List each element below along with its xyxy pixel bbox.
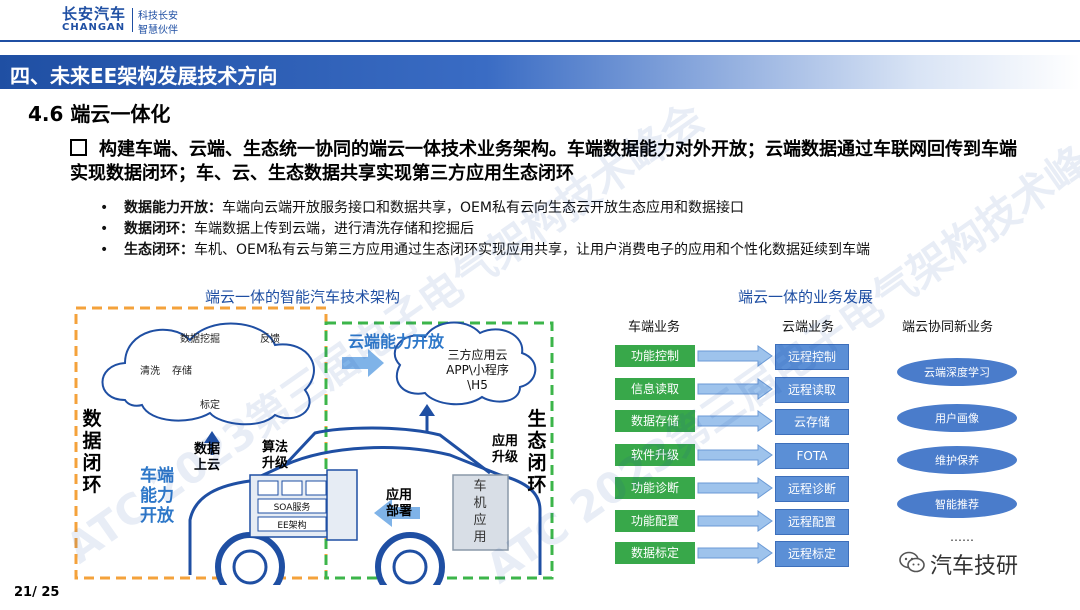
section-title: 四、未来EE架构发展技术方向	[10, 64, 278, 88]
platform-cell	[257, 480, 279, 496]
sub-point-2: • 数据闭环：车端数据上传到云端，进行清洗存储和挖掘后	[100, 220, 1040, 238]
cloud-item: FOTA	[775, 443, 849, 469]
soa-label: SOA服务	[273, 503, 311, 513]
mapping-arrow	[697, 510, 773, 532]
platform-cell	[305, 480, 327, 496]
logo-changan-en: CHANGAN	[62, 22, 126, 33]
capability-arrow	[342, 349, 384, 377]
data-cloud-shape	[101, 322, 315, 426]
car-outline	[188, 446, 542, 575]
car-app-label: 车 机 应 用	[473, 479, 487, 545]
wechat-icon	[899, 551, 925, 573]
bullet-dot-icon: •	[100, 242, 109, 258]
cloud-label-calibration: 标定	[200, 400, 220, 411]
slogan-line2: 智慧伙伴	[138, 25, 178, 36]
soa-layer	[257, 498, 327, 514]
new-business-item: 维护保养	[897, 446, 1017, 474]
ee-label: EE架构	[277, 521, 307, 531]
sub-point-text: 车端数据上传到云端，进行清洗存储和挖掘后	[194, 221, 474, 237]
cloud-label-cleaning: 清洗	[140, 366, 160, 377]
platform-cell	[281, 480, 303, 496]
vehicle-item: 功能诊断	[615, 477, 695, 499]
third-party-cloud-shape	[393, 321, 537, 406]
vehicle-item: 数据标定	[615, 542, 695, 564]
vehicle-item: 软件升级	[615, 444, 695, 466]
data-to-cloud-label: 数据 上云	[193, 442, 220, 473]
vehicle-item: 数据存储	[615, 410, 695, 432]
cloud-item: 远程配置	[775, 509, 849, 535]
car-front-hub	[232, 549, 268, 585]
data-closed-loop-label: 数据 闭环	[82, 408, 102, 496]
vehicle-item: 信息读取	[615, 378, 695, 400]
app-upgrade-label: 应用 升级	[491, 434, 518, 465]
cloud-item: 云存储	[775, 409, 849, 435]
sub-point-label: 数据闭环：	[124, 221, 194, 237]
mapping-arrows	[697, 345, 773, 564]
cloud-item: 远程读取	[775, 377, 849, 403]
sub-point-3: • 生态闭环：车机、OEM私有云与第三方应用通过生态闭环实现应用共享，让用户消费…	[100, 241, 1040, 259]
cloud-capability-label: 云端能力开放	[348, 332, 445, 351]
page-number: 21/ 25	[14, 585, 60, 600]
mapping-arrow	[697, 378, 773, 400]
cloud-label-feedback: 反馈	[260, 334, 280, 345]
mapping-arrow	[697, 477, 773, 499]
app-deploy-arrow	[374, 499, 420, 527]
eco-closed-loop-label: 生态 闭环	[527, 408, 547, 496]
col-head-vehicle: 车端业务	[628, 320, 681, 335]
logo-changan-cn: 长安汽车	[62, 5, 127, 23]
section-banner	[0, 55, 1080, 89]
app-deploy-label: 应用 部署	[385, 488, 412, 519]
main-point: 构建车端、云端、生态统一协同的端云一体技术业务架构。车端数据能力对外开放；云端数…	[70, 138, 1030, 186]
sub-point-1: • 数据能力开放：车端向云端开放服务接口和数据共享，OEM私有云向生态云开放生态…	[100, 199, 1040, 217]
cloud-item: 远程诊断	[775, 476, 849, 502]
car-roof	[283, 426, 491, 475]
algo-upgrade-label: 算法 升级	[261, 440, 288, 471]
new-business-item: 用户画像	[897, 404, 1017, 432]
sub-point-text: 车端向云端开放服务接口和数据共享，OEM私有云向生态云开放生态应用和数据接口	[222, 200, 744, 216]
cloud-label-storage: 存储	[172, 366, 192, 377]
cloud-item: 远程控制	[775, 344, 849, 370]
square-bullet-icon	[70, 139, 87, 156]
col-head-new: 端云协同新业务	[902, 320, 994, 335]
data-up-arrowhead	[204, 431, 220, 443]
logo-divider	[132, 8, 133, 32]
mapping-arrow	[697, 444, 773, 466]
brand-name: 汽车技研	[930, 554, 1019, 579]
right-diagram-caption: 端云一体的业务发展	[738, 288, 874, 306]
algo-container-box	[326, 469, 358, 541]
col-head-cloud: 云端业务	[782, 320, 835, 335]
car-rear-hub	[392, 549, 428, 585]
architecture-diagram	[74, 306, 554, 585]
vehicle-item: 功能控制	[615, 345, 695, 367]
sub-point-label: 生态闭环：	[124, 242, 194, 258]
vehicle-open-label: 车端 能力 开放	[140, 466, 174, 526]
cloud-item: 远程标定	[775, 541, 849, 567]
car-app-box	[452, 474, 509, 551]
mapping-arrow	[697, 345, 773, 367]
new-business-item: 云端深度学习	[897, 358, 1017, 386]
page-subtitle: 4.6 端云一体化	[28, 102, 171, 126]
bullet-dot-icon: •	[100, 200, 109, 216]
header-rule	[0, 40, 1080, 42]
left-diagram-caption: 端云一体的智能汽车技术架构	[205, 288, 401, 306]
new-business-item: 智能推荐	[897, 490, 1017, 518]
new-business-ellipsis: ……	[950, 530, 974, 544]
sub-point-label: 数据能力开放：	[124, 200, 222, 216]
slogan-line1: 科技长安	[138, 11, 178, 22]
third-party-label: 三方应用云 APP\小程序 \H5	[446, 348, 509, 392]
mapping-arrow	[697, 542, 773, 564]
main-point-text: 构建车端、云端、生态统一协同的端云一体技术业务架构。车端数据能力对外开放；云端数…	[70, 139, 1017, 184]
app-upgrade-arrowhead	[419, 404, 435, 416]
sub-point-text: 车机、OEM私有云与第三方应用通过生态闭环实现应用共享，让用户消费电子的应用和个…	[194, 242, 870, 258]
cloud-label-mining: 数据挖掘	[180, 334, 220, 345]
mapping-arrow	[697, 410, 773, 432]
vehicle-item: 功能配置	[615, 510, 695, 532]
bullet-dot-icon: •	[100, 221, 109, 237]
ee-layer	[257, 516, 327, 532]
